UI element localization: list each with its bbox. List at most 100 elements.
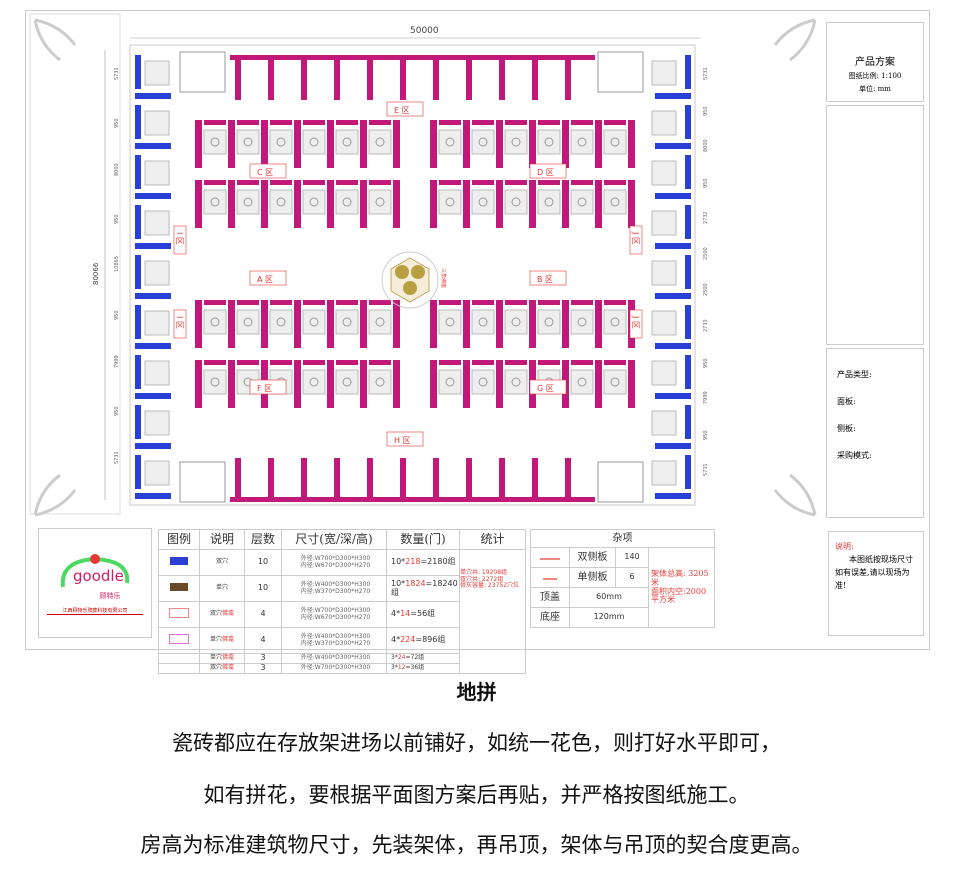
rack-single-horizontal — [604, 120, 626, 125]
rack-single-horizontal — [604, 180, 626, 185]
pillar-circle — [610, 137, 620, 147]
niche-pillar — [504, 129, 528, 155]
zone-label-j1: J 区 — [631, 231, 640, 245]
zone-label-h: H 区 — [394, 436, 411, 445]
rack-single — [228, 180, 235, 228]
legend-table: 图例 说明 层数 尺寸(宽/深/高) 数量(门) 统计 双穴 10 外径:W70… — [158, 529, 526, 674]
niche-pillar — [335, 309, 359, 335]
rack-single — [261, 300, 268, 348]
product-type-label: 产品类型: — [837, 370, 872, 379]
rack-blue — [685, 205, 691, 239]
pillar-circle — [445, 137, 455, 147]
rack-single — [360, 300, 367, 348]
rack-single-horizontal — [369, 180, 391, 185]
zone-label-j2: J 区 — [631, 315, 640, 329]
pillar-circle — [342, 197, 352, 207]
rack-single-horizontal — [336, 300, 358, 305]
rack-single-horizontal — [604, 360, 626, 365]
qty-a: 3* — [391, 664, 398, 672]
rack-blue — [135, 255, 141, 289]
desc-text: 双穴 — [209, 610, 222, 618]
niche-pillar — [438, 129, 462, 155]
legend-cell — [158, 549, 200, 576]
rack-blue — [685, 55, 691, 89]
pillar-circle — [511, 377, 521, 387]
col-stats: 统计 — [459, 529, 526, 550]
col-qty: 数量(门) — [386, 529, 460, 550]
rack-single-horizontal — [439, 360, 461, 365]
niche-pillar — [471, 369, 495, 395]
rack-blue — [685, 155, 691, 189]
rack-double — [235, 60, 241, 100]
qty-c: =56组 — [410, 609, 436, 619]
rack-blue-horizontal — [655, 243, 691, 249]
rack-blue — [135, 205, 141, 239]
rack-single-horizontal — [237, 300, 259, 305]
center-label: 三角佛座 — [440, 268, 447, 288]
corner-ornament-tl — [33, 18, 77, 62]
rack-single — [294, 120, 301, 168]
rack-double — [367, 458, 373, 498]
pillar-circle — [511, 137, 521, 147]
hall-outline — [129, 44, 696, 506]
zone-box — [173, 225, 187, 255]
niche-pillar — [144, 360, 170, 386]
pillar-circle — [577, 197, 587, 207]
rack-double — [565, 458, 571, 498]
niche-pillar — [651, 110, 677, 136]
pillar-circle — [478, 197, 488, 207]
rack-double — [268, 458, 274, 498]
niche-pillar — [144, 260, 170, 286]
pillar-circle — [210, 197, 220, 207]
caption-title: 地拼 — [456, 680, 497, 704]
rack-blue-horizontal — [135, 393, 171, 399]
rack-single — [360, 120, 367, 168]
rack-single — [430, 180, 437, 228]
rack-blue-horizontal — [135, 143, 171, 149]
zone-label-i1: I 区 — [175, 232, 184, 245]
niche-pillar — [368, 189, 392, 215]
stat-line: 单穴共: 19208组 — [460, 569, 508, 576]
niche-pillar — [368, 309, 392, 335]
rack-single — [430, 360, 437, 408]
logo-brand: goodle — [73, 567, 124, 585]
rack-single — [327, 360, 334, 408]
scale-text: 图纸比例: 1:100 — [848, 72, 902, 80]
left-dim: 950 — [114, 118, 120, 128]
qty-b: 12 — [397, 664, 406, 672]
pillar-circle — [375, 317, 385, 327]
niche-pillar — [144, 310, 170, 336]
rack-single-horizontal — [270, 360, 292, 365]
outer-size: 外径:W400*D300*H300 — [300, 632, 371, 640]
niche-pillar — [144, 60, 170, 86]
rack-single — [595, 360, 602, 408]
stair-bottom-right — [597, 461, 644, 503]
niche-pillar — [368, 129, 392, 155]
rack-single — [393, 360, 400, 408]
qty-a: 4* — [391, 609, 401, 619]
rack-single-horizontal — [538, 300, 560, 305]
niche-pillar — [302, 189, 326, 215]
qty-b: 1824 — [405, 578, 426, 588]
rack-single-horizontal — [369, 120, 391, 125]
rack-single — [393, 120, 400, 168]
rack-single — [463, 300, 470, 348]
rack-blue-horizontal — [655, 493, 691, 499]
niche-pillar — [269, 309, 293, 335]
rack-double — [499, 60, 505, 100]
niche-pillar — [651, 360, 677, 386]
pillar-circle — [210, 137, 220, 147]
rack-blue — [685, 105, 691, 139]
legend-desc: 双穴佛龛 — [199, 663, 245, 674]
rack-double — [532, 458, 538, 498]
rack-single — [195, 180, 202, 228]
niche-pillar — [269, 189, 293, 215]
right-dim: 950 — [703, 430, 709, 440]
rack-double — [334, 60, 340, 100]
pillar-circle — [577, 377, 587, 387]
base-label: 底座 — [530, 607, 570, 628]
rack-single — [327, 180, 334, 228]
rack-single — [496, 180, 503, 228]
